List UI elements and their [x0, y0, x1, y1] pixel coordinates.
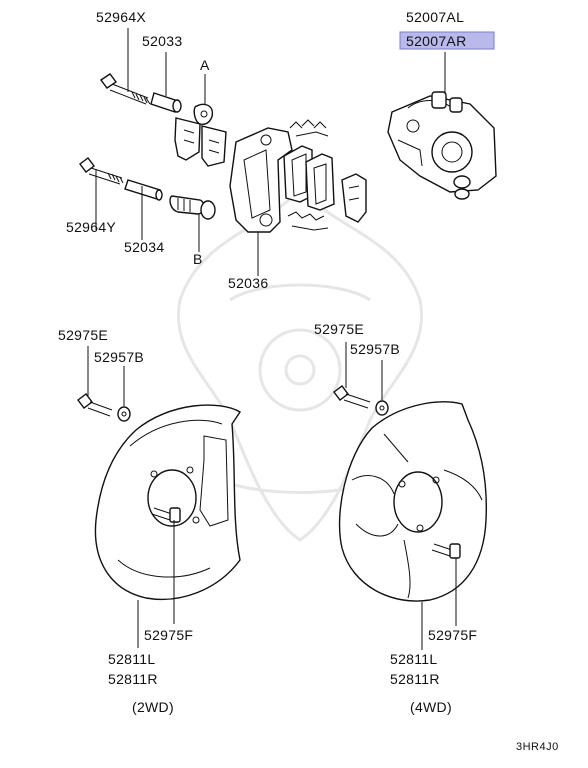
boot-a	[193, 103, 214, 125]
bolt-52975f-right	[431, 543, 461, 559]
highlight-52007ar	[399, 31, 495, 50]
label-52964x: 52964X	[96, 9, 146, 25]
label-52957b-left: 52957B	[94, 349, 144, 365]
bolt-52975e-left	[77, 393, 113, 417]
label-52007ar: 52007AR	[406, 33, 466, 49]
label-52034: 52034	[124, 239, 164, 255]
label-b: B	[193, 251, 203, 267]
caliper-bracket-52036	[229, 127, 293, 233]
brake-pad-outer	[305, 153, 335, 211]
label-52975f-right: 52975F	[428, 627, 477, 643]
bolt-52975f-left	[151, 507, 181, 523]
figure-code: 3HR4J0	[516, 741, 559, 753]
dust-shield-4wd	[338, 401, 488, 602]
washer-52957b-right	[375, 400, 389, 416]
label-52811l-right: 52811L	[390, 651, 437, 667]
pad-clips-bottom	[287, 211, 329, 231]
leaders-4wd	[345, 342, 457, 650]
label-52811r-right: 52811R	[390, 671, 440, 687]
label-52007al: 52007AL	[406, 9, 464, 25]
label-2wd: (2WD)	[132, 699, 174, 715]
washer-52957b-left	[117, 406, 131, 422]
bolt-52975e-right	[333, 385, 371, 409]
dust-shield-2wd	[94, 404, 241, 601]
bolt-52964y	[79, 157, 124, 185]
label-52036: 52036	[228, 275, 268, 291]
pad-shim-right	[341, 173, 367, 223]
shim-plate-left	[174, 117, 227, 167]
label-52811r-left: 52811R	[108, 671, 158, 687]
sleeve-52034	[124, 179, 163, 201]
label-52975f-left: 52975F	[144, 627, 193, 643]
label-4wd: (4WD)	[410, 699, 452, 715]
label-a: A	[200, 57, 210, 73]
pad-clips-top	[289, 119, 329, 137]
caliper-assembly-52007	[387, 91, 497, 200]
sleeve-52033	[150, 92, 182, 113]
label-52975e-right: 52975E	[314, 321, 364, 337]
leaders-2wd	[87, 346, 175, 648]
brake-pad-inner	[283, 145, 313, 203]
boot-b	[169, 195, 216, 220]
label-52964y: 52964Y	[66, 219, 116, 235]
leaders-top	[95, 28, 446, 276]
label-52975e-left: 52975E	[58, 327, 108, 343]
label-52033: 52033	[142, 33, 182, 49]
bolt-52964x	[99, 73, 151, 105]
label-52957b-right: 52957B	[350, 341, 400, 357]
label-52811l-left: 52811L	[108, 651, 155, 667]
